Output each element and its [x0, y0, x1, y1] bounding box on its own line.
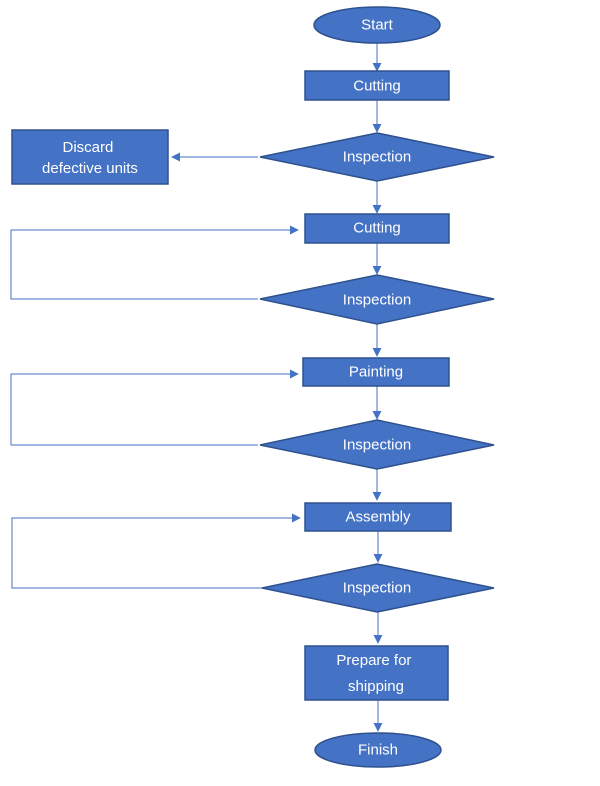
cutting-label-2: Cutting	[353, 220, 401, 237]
painting-step: Painting	[302, 357, 450, 387]
inspection-label: Inspection	[343, 149, 411, 166]
inspection-label-2: Inspection	[343, 292, 411, 309]
loop-inspection-3-to-painting	[10, 369, 299, 446]
inspection-decision: Inspection	[259, 132, 495, 182]
cutting-step-2: Cutting	[304, 213, 450, 244]
start-label: Start	[361, 17, 394, 34]
painting-label: Painting	[349, 364, 403, 381]
inspection-decision-2: Inspection	[259, 274, 495, 325]
prepare-shipping-step: Prepare for shipping	[304, 645, 449, 701]
inspection-decision-3: Inspection	[259, 419, 495, 470]
prepare-label-line-1: Prepare for	[336, 652, 411, 669]
inspection-label-4: Inspection	[343, 580, 411, 597]
cutting-label: Cutting	[353, 78, 401, 95]
start-node: Start	[313, 6, 441, 44]
finish-node: Finish	[314, 732, 442, 768]
assembly-step: Assembly	[304, 502, 452, 532]
loop-inspection-2-to-cutting	[10, 225, 299, 300]
finish-label: Finish	[358, 742, 398, 759]
cutting-step: Cutting	[304, 70, 450, 101]
discard-step: Discard defective units	[11, 129, 169, 185]
discard-label: Discard defective units	[42, 139, 138, 177]
inspection-label-3: Inspection	[343, 437, 411, 454]
discard-label-line-2: defective units	[42, 160, 138, 177]
discard-label-line-1: Discard	[62, 139, 113, 156]
connectors	[10, 43, 383, 732]
prepare-label: Prepare for shipping	[336, 652, 415, 695]
assembly-label: Assembly	[345, 509, 411, 526]
prepare-label-line-2: shipping	[348, 678, 404, 695]
inspection-decision-4: Inspection	[261, 563, 495, 613]
loop-inspection-4-to-assembly	[11, 513, 301, 589]
